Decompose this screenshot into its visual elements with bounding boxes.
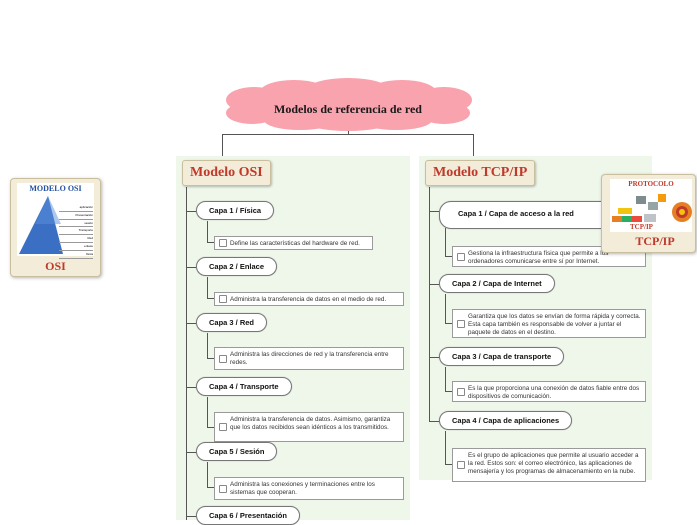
- osi-layer-3-desc-text: Administra las direcciones de red y la t…: [230, 351, 389, 366]
- tcp-main-topic[interactable]: Modelo TCP/IP: [425, 160, 536, 186]
- pyramid-icon: [19, 196, 63, 254]
- osi-main-topic[interactable]: Modelo OSI: [182, 160, 271, 186]
- osi-layer-5-desc-text: Administra las conexiones y terminacione…: [230, 481, 375, 496]
- pyramid-label: enlace: [59, 243, 93, 251]
- network-diagram-icon: [612, 194, 692, 222]
- osi-layer-5-desc[interactable]: Administra las conexiones y terminacione…: [214, 477, 404, 500]
- osi-layer-4-node[interactable]: Capa 4 / Transporte: [196, 377, 292, 396]
- pyramid-label: Transporte: [59, 227, 93, 236]
- pyramid-label: Presentación: [59, 212, 93, 220]
- tcp-layer-1-desc[interactable]: Gestiona la infraestructura física que p…: [452, 246, 646, 267]
- tcp-layer-4-desc-text: Es el grupo de aplicaciones que permite …: [468, 452, 639, 475]
- tcp-image-card[interactable]: PROTOCOLO TCP/IP TCP/IP: [601, 174, 696, 253]
- osi-layer-1-desc[interactable]: Define las características del hardware …: [214, 236, 373, 250]
- tcp-image-title: PROTOCOLO: [628, 180, 674, 188]
- tcp-image: PROTOCOLO TCP/IP: [610, 179, 692, 232]
- osi-layer-2-desc-text: Administra la transferencia de datos en …: [230, 296, 387, 303]
- tcp-layer-3-node[interactable]: Capa 3 / Capa de transporte: [439, 347, 565, 366]
- checkbox-icon[interactable]: [219, 295, 227, 303]
- osi-layer-1-desc-text: Define las características del hardware …: [230, 240, 360, 247]
- osi-layer-6-node[interactable]: Capa 6 / Presentación: [196, 506, 300, 525]
- pyramid-label: sesión: [59, 220, 93, 228]
- tcp-layer-2-node[interactable]: Capa 2 / Capa de Internet: [439, 274, 555, 293]
- tcp-layer-2-desc-text: Garantiza que los datos se envían de for…: [468, 313, 641, 336]
- tcp-card-label: TCP/IP: [635, 234, 675, 248]
- osi-layer-2-node[interactable]: Capa 2 / Enlace: [196, 257, 278, 276]
- tcp-trunk-line: [429, 187, 430, 421]
- osi-image-card[interactable]: MODELO OSI aplicación Presentación sesió…: [10, 178, 101, 277]
- tcp-layer-3-desc[interactable]: Es la que proporciona una conexión de da…: [452, 381, 646, 402]
- osi-layer-3-desc[interactable]: Administra las direcciones de red y la t…: [214, 347, 404, 370]
- root-node[interactable]: Modelos de referencia de red: [222, 78, 474, 132]
- cloud-shape: [226, 78, 472, 131]
- pyramid-label: aplicación: [59, 204, 93, 212]
- pyramid-label: Red: [59, 235, 93, 243]
- checkbox-icon[interactable]: [457, 252, 465, 261]
- tcp-layer-2-desc[interactable]: Garantiza que los datos se envían de for…: [452, 309, 646, 338]
- osi-layer-3-node[interactable]: Capa 3 / Red: [196, 313, 268, 332]
- checkbox-icon[interactable]: [457, 387, 465, 396]
- tcp-layer-4-node[interactable]: Capa 4 / Capa de aplicaciones: [439, 411, 573, 430]
- checkbox-icon[interactable]: [219, 484, 227, 493]
- osi-card-label: OSI: [45, 259, 66, 273]
- osi-layer-2-desc[interactable]: Administra la transferencia de datos en …: [214, 292, 404, 306]
- tcp-image-subtitle: TCP/IP: [630, 223, 653, 231]
- checkbox-icon[interactable]: [457, 319, 465, 328]
- checkbox-icon[interactable]: [457, 461, 465, 469]
- tcp-layer-3-desc-text: Es la que proporciona una conexión de da…: [468, 385, 640, 400]
- osi-image-title: MODELO OSI: [29, 184, 82, 193]
- osi-image: MODELO OSI aplicación Presentación sesió…: [17, 183, 94, 259]
- pyramid-label: física: [59, 251, 93, 259]
- pyramid-labels: aplicación Presentación sesión Transport…: [59, 204, 93, 259]
- root-title: Modelos de referencia de red: [274, 102, 422, 116]
- tcp-layer-1-desc-text: Gestiona la infraestructura física que p…: [468, 250, 609, 265]
- osi-layer-5-node[interactable]: Capa 5 / Sesión: [196, 442, 278, 461]
- osi-trunk-line: [186, 187, 187, 520]
- root-connector: [222, 131, 474, 161]
- checkbox-icon[interactable]: [219, 423, 227, 431]
- osi-layer-1-node[interactable]: Capa 1 / Física: [196, 201, 275, 220]
- osi-layer-4-desc[interactable]: Administra la transferencia de datos. As…: [214, 412, 404, 442]
- osi-layer-4-desc-text: Administra la transferencia de datos. As…: [230, 416, 391, 431]
- tcp-layer-4-desc[interactable]: Es el grupo de aplicaciones que permite …: [452, 448, 646, 482]
- checkbox-icon[interactable]: [219, 239, 227, 247]
- checkbox-icon[interactable]: [219, 354, 227, 363]
